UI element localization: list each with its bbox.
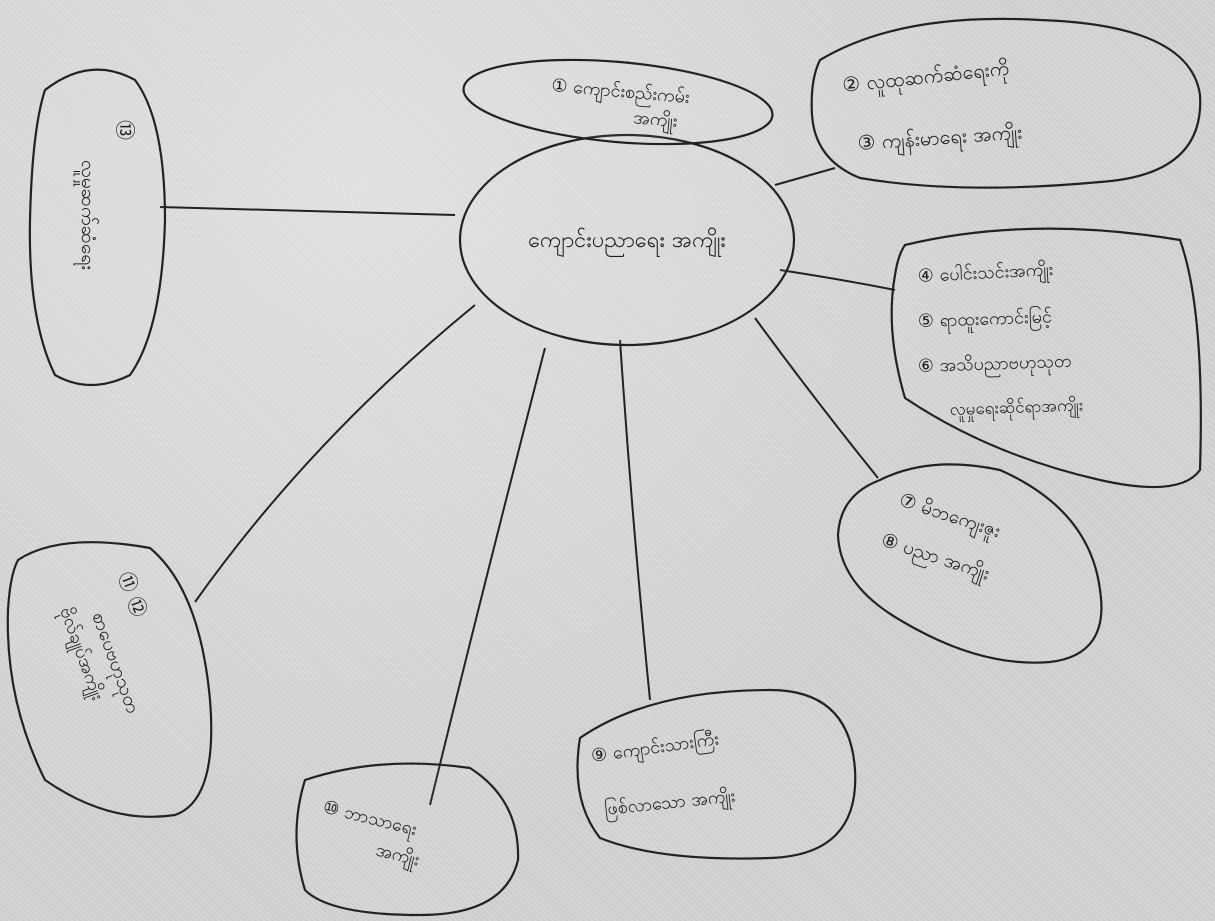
node-lower-right: ⑦ မိဘကျေးဇူး ⑧ ပညာ အကျိုး <box>836 463 1103 664</box>
connector-right <box>779 269 896 291</box>
node-top-right: ② လူထုဆက်ဆံရေးကို ③ ကျန်းမာရေး အကျိုး <box>810 17 1202 189</box>
node-right: ④ ပေါင်းသင်းအကျိုး ⑤ ရာထူးကောင်းမြင့် ⑥ … <box>890 227 1202 489</box>
central-node: ကျောင်းပညာရေး အကျိုး <box>458 133 796 347</box>
node-left-upper: ⑬ လူမှုဆက်ဆံရေး <box>28 68 167 387</box>
connector-left-upper <box>159 206 456 216</box>
connector-lower-right <box>754 317 879 479</box>
node-left-upper-line1: ⑬ <box>113 120 137 140</box>
central-label: ကျောင်းပညာရေး အကျိုး <box>528 227 726 258</box>
node-left-upper-line2: လူမှုဆက်ဆံရေး <box>73 160 100 270</box>
node-left-lower: ⑪ ⑫ စာပေဗဟုသုတ ဗိုလ်ချုပ်အကျိုး <box>6 541 213 818</box>
node-bottom: ⑩ ဘာသာရေး အကျိုး <box>295 762 520 917</box>
connector-bottom <box>429 347 546 806</box>
node-bottom-center: ⑨ ကျောင်းသားကြီး ဖြစ်လာသော အကျိုး <box>576 688 857 860</box>
connector-bottom-center <box>619 339 651 701</box>
node-top: ① ကျောင်းစည်းကမ်း အကျိုး <box>462 58 774 146</box>
connector-top-right <box>774 167 836 186</box>
connector-left-lower <box>194 304 476 603</box>
